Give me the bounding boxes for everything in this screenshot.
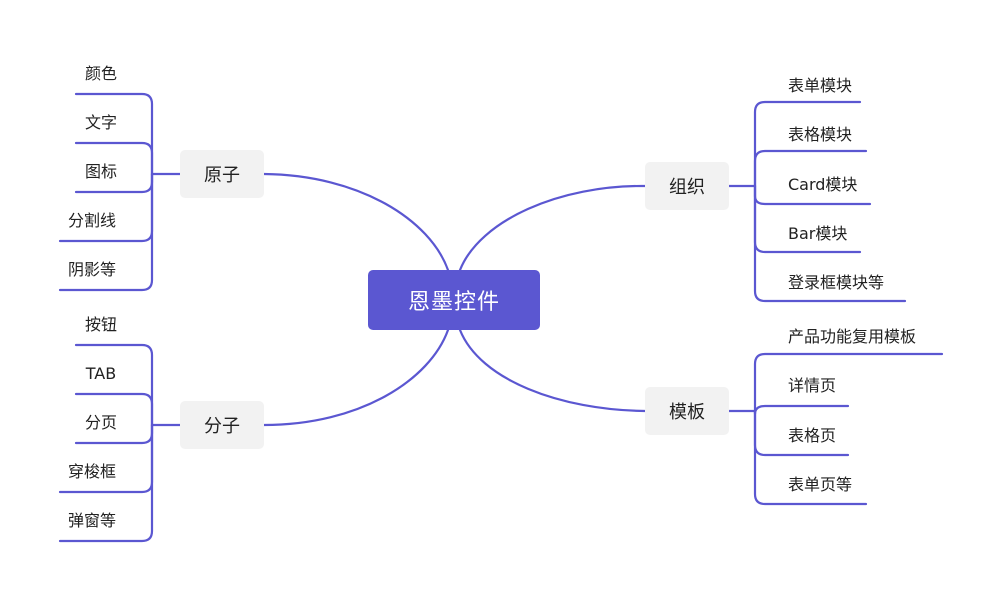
leaf-template-reusable[interactable]: 产品功能复用模板: [788, 327, 917, 346]
branch-label-organism: 组织: [669, 177, 705, 198]
leaf-organism-login[interactable]: 登录框模块等: [788, 273, 885, 292]
branch-node-organism[interactable]: 组织: [645, 162, 729, 210]
connector-atom-item-0: [74, 92, 154, 176]
leaf-atom-icon[interactable]: 图标: [84, 162, 117, 181]
leaf-molecule-transfer[interactable]: 穿梭框: [67, 462, 116, 481]
connector-organism-item-1: [753, 149, 868, 188]
leaf-organism-card[interactable]: Card模块: [788, 175, 858, 194]
connector-organism-item-0: [753, 100, 862, 188]
root-node-label: 恩墨控件: [407, 290, 500, 315]
connector-molecule-item-4: [58, 423, 154, 543]
leaf-organism-bar[interactable]: Bar模块: [788, 224, 848, 243]
leaf-molecule-dialog[interactable]: 弹窗等: [67, 511, 116, 530]
connector-root-atom: [262, 172, 450, 272]
connector-molecule-item-0: [74, 343, 154, 427]
leaf-atom-color[interactable]: 颜色: [84, 64, 117, 83]
branch-label-template: 模板: [669, 402, 705, 423]
leaf-atom-shadow[interactable]: 阴影等: [67, 260, 116, 279]
leaf-atom-text[interactable]: 文字: [84, 113, 117, 132]
leaf-organism-form[interactable]: 表单模块: [788, 76, 853, 95]
connector-root-organism: [458, 184, 647, 272]
connector-atom-item-1: [74, 141, 154, 176]
connector-template-item-3: [753, 409, 868, 506]
leaf-molecule-pagination[interactable]: 分页: [84, 413, 117, 432]
branch-node-molecule[interactable]: 分子: [180, 401, 264, 449]
connector-template-item-1: [753, 404, 850, 415]
connector-root-molecule: [262, 328, 450, 427]
leaf-molecule-button[interactable]: 按钮: [84, 315, 117, 334]
leaf-template-detail[interactable]: 详情页: [788, 376, 837, 395]
branch-label-molecule: 分子: [204, 416, 240, 437]
branch-node-atom[interactable]: 原子: [180, 150, 264, 198]
connector-atom-item-4: [58, 172, 154, 292]
branch-label-atom: 原子: [204, 165, 240, 186]
leaf-template-form-page[interactable]: 表单页等: [788, 475, 853, 494]
connector-template-item-0: [753, 352, 944, 413]
leaf-organism-table[interactable]: 表格模块: [788, 125, 853, 144]
leaf-template-table-page[interactable]: 表格页: [788, 426, 837, 445]
branch-node-template[interactable]: 模板: [645, 387, 729, 435]
connector-organism-item-4: [753, 184, 907, 303]
leaf-molecule-tab[interactable]: TAB: [85, 364, 117, 383]
leaf-atom-divider[interactable]: 分割线: [67, 211, 116, 230]
connector-molecule-item-1: [74, 392, 154, 427]
connector-root-template: [458, 328, 647, 413]
root-node[interactable]: 恩墨控件: [368, 270, 540, 330]
